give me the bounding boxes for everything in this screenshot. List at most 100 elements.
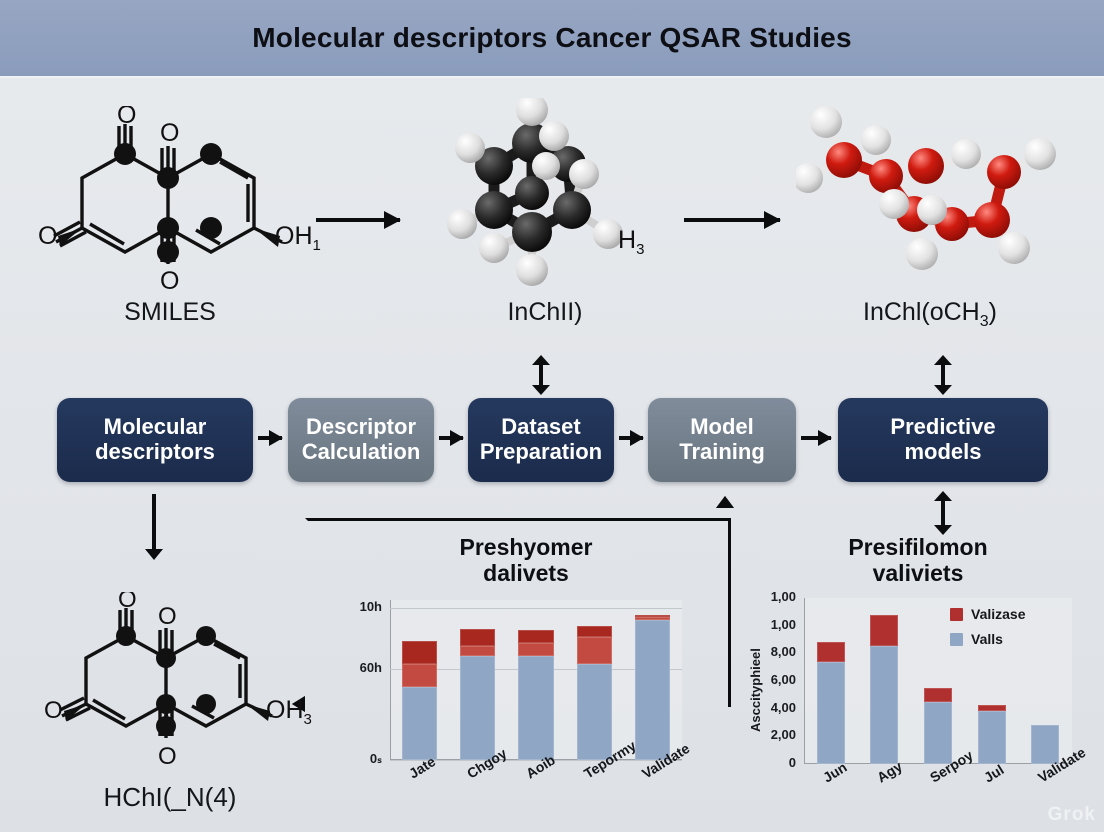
atom-label-o: O bbox=[158, 743, 177, 770]
atom-label-h: H3 bbox=[618, 226, 645, 258]
caption-main: InChl(oCH bbox=[863, 298, 980, 326]
bar-segment bbox=[576, 636, 612, 664]
atom-label-o: O bbox=[160, 267, 179, 295]
bar-segment bbox=[1031, 724, 1060, 764]
skeletal-structure-icon: O O O O bbox=[38, 101, 283, 295]
legend-label: Valizase bbox=[971, 606, 1026, 622]
y-tick-label: 60h bbox=[359, 659, 382, 675]
bar-segment bbox=[924, 687, 952, 703]
bar-segment bbox=[816, 661, 845, 764]
caption-tail: ) bbox=[988, 298, 997, 326]
grid-line bbox=[390, 760, 682, 761]
ball-stick-model-icon bbox=[447, 94, 623, 286]
ball-stick-model-oxygen-icon bbox=[793, 106, 1056, 270]
bar-segment bbox=[460, 645, 496, 657]
bar-segment bbox=[635, 615, 671, 617]
molecule-caption-inchi-och3: InChl(oCH3) bbox=[790, 298, 1070, 331]
bar-segment bbox=[924, 702, 952, 764]
flow-box-label: Predictive models bbox=[890, 414, 996, 464]
atom-label-oh: OH1 bbox=[275, 222, 321, 254]
y-tick-label: 10h bbox=[359, 598, 382, 614]
flow-arrow-3 bbox=[619, 430, 644, 446]
flow-box-label: Dataset Preparation bbox=[479, 414, 603, 464]
y-tick-label: 0ₛ bbox=[369, 751, 382, 766]
header-divider bbox=[0, 76, 1104, 80]
header-bar: Molecular descriptors Cancer QSAR Studie… bbox=[0, 0, 1104, 76]
molecule-row: O O O O OH1 SMILES bbox=[0, 86, 1104, 346]
flow-box-molecular-descriptors[interactable]: Molecular descriptors bbox=[57, 398, 253, 482]
bar-segment bbox=[576, 625, 612, 637]
chart-title: Preshyomer dalivets bbox=[459, 534, 593, 587]
flow-box-dataset-preparation[interactable]: Dataset Preparation bbox=[468, 398, 614, 482]
elbow-connector-feedback bbox=[305, 518, 731, 707]
bar-segment bbox=[401, 664, 437, 687]
molecule-inchi-och3 bbox=[793, 102, 1066, 297]
legend-swatch bbox=[950, 607, 963, 621]
arrow-down-to-structure bbox=[145, 494, 163, 560]
flow-box-predictive-models[interactable]: Predictive models bbox=[838, 398, 1048, 482]
molecule-caption-smiles: SMILES bbox=[124, 298, 216, 326]
legend-label: Valls bbox=[971, 631, 1003, 647]
flow-box-model-training[interactable]: Model Training bbox=[648, 398, 796, 482]
molecule-hchi: O O O O OH3 bbox=[30, 586, 312, 772]
atom-label-o: O bbox=[44, 697, 63, 724]
vertical-double-arrow-middle bbox=[532, 355, 550, 395]
bar-segment bbox=[870, 614, 899, 647]
flow-box-label: Molecular descriptors bbox=[95, 414, 215, 464]
molecule-caption-hchi: HChI(_N(4) bbox=[103, 782, 237, 812]
atom-label-o: O bbox=[160, 119, 179, 147]
bar-segment bbox=[576, 664, 612, 760]
chart-presifilomon-valiviets: Presifilomon valiviets Asccityphieel 1,0… bbox=[742, 534, 1094, 828]
atom-label-o: O bbox=[158, 603, 177, 630]
legend-item: Valls bbox=[950, 631, 1026, 647]
y-tick-label: 2,00 bbox=[770, 727, 796, 743]
y-tick-label: 1,00 bbox=[770, 589, 796, 604]
molecule-smiles: O O O O OH1 bbox=[20, 101, 321, 296]
flow-arrow-4 bbox=[801, 430, 832, 446]
bar-segment bbox=[635, 616, 671, 620]
flow-box-label: Descriptor Calculation bbox=[301, 414, 421, 464]
molecule-caption-inchi: InChII) bbox=[507, 298, 583, 326]
y-tick-label: 8,00 bbox=[770, 644, 796, 660]
bar-segment bbox=[977, 710, 1006, 764]
page-title: Molecular descriptors Cancer QSAR Studie… bbox=[252, 22, 852, 53]
flow-arrow-2 bbox=[439, 430, 464, 446]
chart-legend: Valizase Valls bbox=[950, 606, 1026, 656]
chart-title: Presifilomon valiviets bbox=[848, 534, 988, 587]
y-axis bbox=[390, 600, 391, 760]
legend-swatch bbox=[950, 632, 963, 646]
arrow-right-1 bbox=[316, 211, 401, 229]
bar-segment bbox=[518, 642, 554, 657]
arrow-right-2 bbox=[684, 211, 781, 229]
bar-segment bbox=[401, 686, 437, 760]
y-tick-label: 4,00 bbox=[770, 699, 796, 715]
grid-line bbox=[390, 607, 682, 609]
vertical-double-arrow-right bbox=[934, 355, 952, 395]
bar-segment bbox=[635, 619, 671, 760]
bar-segment bbox=[460, 628, 496, 646]
legend-item: Valizase bbox=[950, 606, 1026, 622]
bar-segment bbox=[401, 641, 437, 664]
x-tick-label: Jul bbox=[981, 761, 1007, 786]
bar-segment bbox=[870, 646, 899, 764]
flow-box-descriptor-calculation[interactable]: Descriptor Calculation bbox=[288, 398, 434, 482]
y-axis-title: Asccityphieel bbox=[748, 648, 763, 732]
bar-segment bbox=[518, 656, 554, 760]
atom-label-o: O bbox=[38, 222, 57, 250]
molecule-inchi: H3 bbox=[432, 94, 662, 298]
flow-arrow-1 bbox=[258, 430, 283, 446]
y-tick-label: 0 bbox=[788, 755, 796, 770]
y-tick-label: 6,00 bbox=[770, 672, 796, 687]
vertical-double-arrow-predictive bbox=[934, 491, 952, 535]
flowchart: Molecular descriptors Descriptor Calcula… bbox=[0, 390, 1104, 492]
y-tick-label: 1,00 bbox=[770, 616, 796, 632]
caption-sub: 3 bbox=[979, 313, 989, 330]
skeletal-structure-icon: O O O O bbox=[44, 586, 273, 770]
atom-label-o: O bbox=[117, 106, 136, 129]
atom-label-o: O bbox=[118, 592, 137, 613]
y-axis bbox=[804, 598, 805, 764]
flow-box-label: Model Training bbox=[679, 414, 765, 464]
bar-segment bbox=[460, 656, 496, 760]
